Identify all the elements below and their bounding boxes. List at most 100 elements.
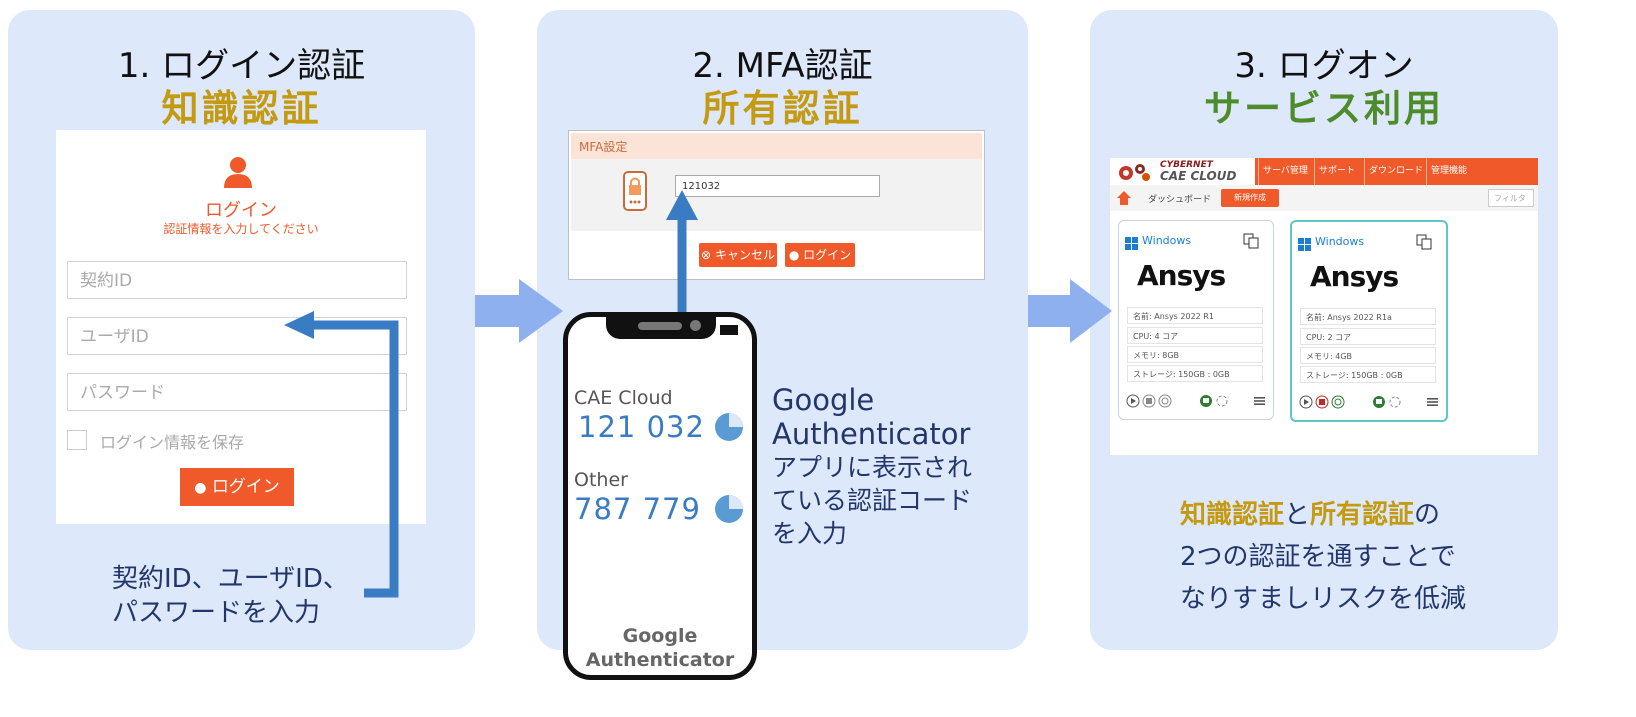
ansys-logo: Ansys — [1137, 259, 1226, 292]
summary-possession: 所有認証 — [1310, 500, 1415, 530]
vm-controls — [1126, 393, 1266, 408]
user-icon: ● — [194, 480, 207, 496]
app-name-line1: Google — [622, 625, 698, 647]
cae-cloud-dashboard: CYBERNET CAE CLOUD サーバ管理 サポート ダウンロード 管理機… — [1110, 158, 1538, 455]
cancel-button-label: キャンセル — [714, 248, 775, 262]
mfa-header-label: MFA設定 — [579, 140, 628, 154]
mfa-login-button[interactable]: ● ログイン — [785, 243, 855, 267]
step1-subtitle: 知識認証 — [161, 87, 322, 130]
windows-icon — [1125, 235, 1138, 254]
summary-knowledge: 知識認証 — [1180, 500, 1285, 530]
step3-summary: 知識認証と所有認証の 2つの認証を通すことで なりすましリスクを低減 — [1180, 494, 1466, 620]
vm-storage: ストレージ: 150GB : 0GB — [1300, 366, 1436, 383]
step2-description: Google Authenticator アプリに表示され ている認証コード を… — [772, 383, 972, 550]
dashboard-navbar: CYBERNET CAE CLOUD サーバ管理 サポート ダウンロード 管理機… — [1110, 158, 1538, 185]
step3-title: 3. ログオン — [1234, 46, 1414, 86]
input-arrow — [284, 311, 399, 598]
account1-label: CAE Cloud — [574, 387, 673, 409]
remember-checkbox[interactable] — [67, 430, 87, 450]
user-icon — [223, 156, 253, 188]
windows-icon — [1298, 236, 1311, 255]
desc-line1: Google — [772, 383, 875, 417]
brand-line1: CYBERNET — [1160, 160, 1213, 170]
summary-and: と — [1284, 500, 1311, 530]
desc-line4: ている認証コード — [772, 486, 973, 515]
brand-logo: CYBERNET CAE CLOUD — [1110, 158, 1255, 185]
step1-caption-line2: パスワードを入力 — [112, 598, 321, 628]
summary-line2: 2つの認証を通すことで — [1180, 542, 1456, 572]
step2-subtitle: 所有認証 — [702, 87, 863, 130]
login-button-label: ログイン — [211, 477, 280, 497]
vm-cpu: CPU: 4 コア — [1127, 327, 1263, 344]
desc-line3: アプリに表示され — [772, 453, 973, 482]
cancel-button[interactable]: ⊗ キャンセル — [699, 243, 777, 267]
vm-memory: メモリ: 4GB — [1300, 347, 1436, 364]
contract-id-field[interactable]: 契約ID — [67, 261, 407, 299]
user-icon: ● — [788, 248, 800, 262]
step1-title: 1. ログイン認証 — [117, 46, 366, 86]
new-create-button[interactable]: 新規作成 — [1221, 189, 1279, 207]
filter-input[interactable]: フィルタ — [1488, 189, 1534, 207]
nav-admin-label: 管理機能 — [1431, 166, 1468, 176]
mfa-settings-screen: MFA設定 121032 ⊗ キャンセル ● ログイン — [568, 130, 985, 280]
login-heading: ログイン — [205, 200, 277, 221]
account2-code: 787 779 — [574, 492, 701, 526]
os-label: Windows — [1315, 235, 1365, 248]
account1-code: 121 032 — [578, 410, 705, 444]
brand-line2: CAE CLOUD — [1160, 169, 1237, 183]
timer-icon — [714, 494, 744, 528]
nav-server-label: サーバ管理 — [1263, 166, 1308, 176]
password-field[interactable]: パスワード — [67, 373, 407, 411]
nav-admin[interactable]: 管理機能 — [1426, 158, 1483, 185]
breadcrumb: ダッシュボード — [1148, 195, 1212, 205]
step3-subtitle: サービス利用 — [1204, 87, 1444, 130]
phone-camera — [690, 320, 701, 331]
desc-line2: Authenticator — [772, 417, 971, 451]
login-button[interactable]: ● ログイン — [180, 468, 294, 506]
summary-line1: 知識認証と所有認証の — [1180, 494, 1466, 536]
vm-controls — [1299, 394, 1439, 409]
account2-label: Other — [574, 469, 628, 491]
nav-server-management[interactable]: サーバ管理 — [1258, 158, 1317, 185]
new-create-label: 新規作成 — [1234, 193, 1266, 202]
summary-line3: なりすましリスクを低減 — [1180, 584, 1467, 614]
app-name-line2: Authenticator — [585, 649, 735, 671]
authenticator-phone: CAE Cloud 121 032 Other 787 779 Google A… — [563, 312, 757, 680]
phone-speaker — [638, 322, 682, 330]
os-label: Windows — [1142, 234, 1192, 247]
code-entry-arrow — [666, 190, 698, 316]
gear-icon — [1116, 161, 1152, 187]
remember-label: ログイン情報を保存 — [100, 433, 245, 452]
battery-icon — [720, 325, 738, 335]
timer-icon — [714, 412, 744, 446]
dashboard-toolbar: ダッシュボード 新規作成 フィルタ — [1110, 185, 1538, 211]
copy-icon[interactable] — [1243, 233, 1259, 249]
vm-name: 名前: Ansys 2022 R1 — [1127, 307, 1263, 324]
login-instruction: 認証情報を入力してください — [163, 222, 319, 236]
summary-no: の — [1414, 500, 1441, 530]
vm-name: 名前: Ansys 2022 R1a — [1300, 308, 1436, 325]
mfa-code-input[interactable]: 121032 — [675, 175, 880, 197]
nav-download[interactable]: ダウンロード — [1364, 158, 1429, 185]
flow-arrow-2 — [1028, 279, 1112, 343]
vm-cpu: CPU: 2 コア — [1300, 328, 1436, 345]
vm-memory: メモリ: 8GB — [1127, 346, 1263, 363]
vm-storage: ストレージ: 150GB : 0GB — [1127, 365, 1263, 382]
step1-caption-line1: 契約ID、ユーザID、 — [112, 564, 349, 594]
ansys-logo: Ansys — [1310, 260, 1399, 293]
copy-icon[interactable] — [1416, 234, 1432, 250]
step2-title: 2. MFA認証 — [692, 46, 873, 86]
home-icon[interactable] — [1116, 190, 1132, 206]
mfa-login-button-label: ログイン — [803, 248, 852, 262]
phone-notch — [606, 313, 716, 339]
nav-support[interactable]: サポート — [1314, 158, 1367, 185]
flow-arrow-1 — [475, 279, 563, 343]
phone-lock-icon — [623, 171, 647, 211]
nav-support-label: サポート — [1319, 166, 1356, 176]
close-icon: ⊗ — [701, 248, 712, 262]
nav-download-label: ダウンロード — [1369, 166, 1424, 176]
mfa-header: MFA設定 — [571, 133, 982, 159]
desc-line5: を入力 — [772, 519, 848, 548]
